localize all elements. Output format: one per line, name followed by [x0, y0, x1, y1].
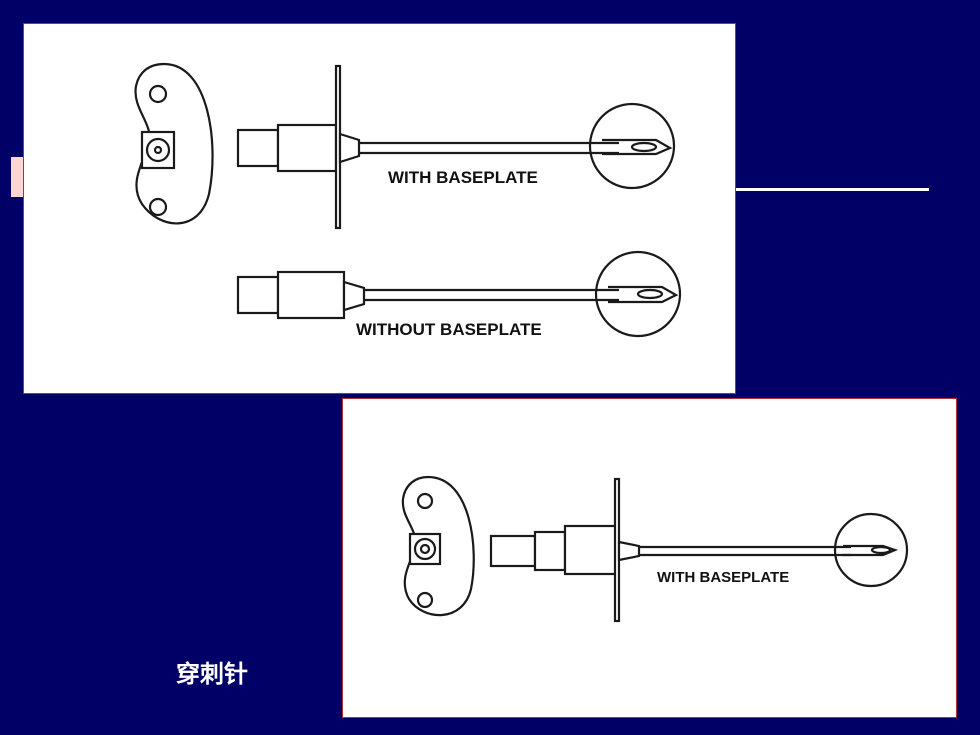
baseplate-end-view	[401, 475, 475, 617]
label-with-baseplate: WITH BASEPLATE	[657, 569, 789, 586]
decorative-rule	[735, 188, 929, 191]
caption-title: 穿刺针	[176, 660, 248, 688]
needle-with-baseplate: WITH BASEPLATE	[236, 64, 676, 230]
decorative-block	[11, 157, 25, 197]
label-without-baseplate: WITHOUT BASEPLATE	[356, 320, 542, 339]
needle-diagram-panel-bottom: WITH BASEPLATE	[342, 398, 957, 718]
needle-diagram-top-svg: WITH BASEPLATE WITHOUT BASEPLATE	[134, 62, 682, 339]
needle-diagram-bottom-svg: WITH BASEPLATE	[401, 475, 909, 623]
baseplate-end-view	[134, 62, 214, 225]
needle-without-baseplate: WITHOUT BASEPLATE	[236, 250, 682, 339]
needle-diagram-panel-top: WITH BASEPLATE WITHOUT BASEPLATE	[23, 23, 736, 394]
needle-with-baseplate: WITH BASEPLATE	[489, 477, 909, 623]
label-with-baseplate: WITH BASEPLATE	[388, 168, 538, 187]
